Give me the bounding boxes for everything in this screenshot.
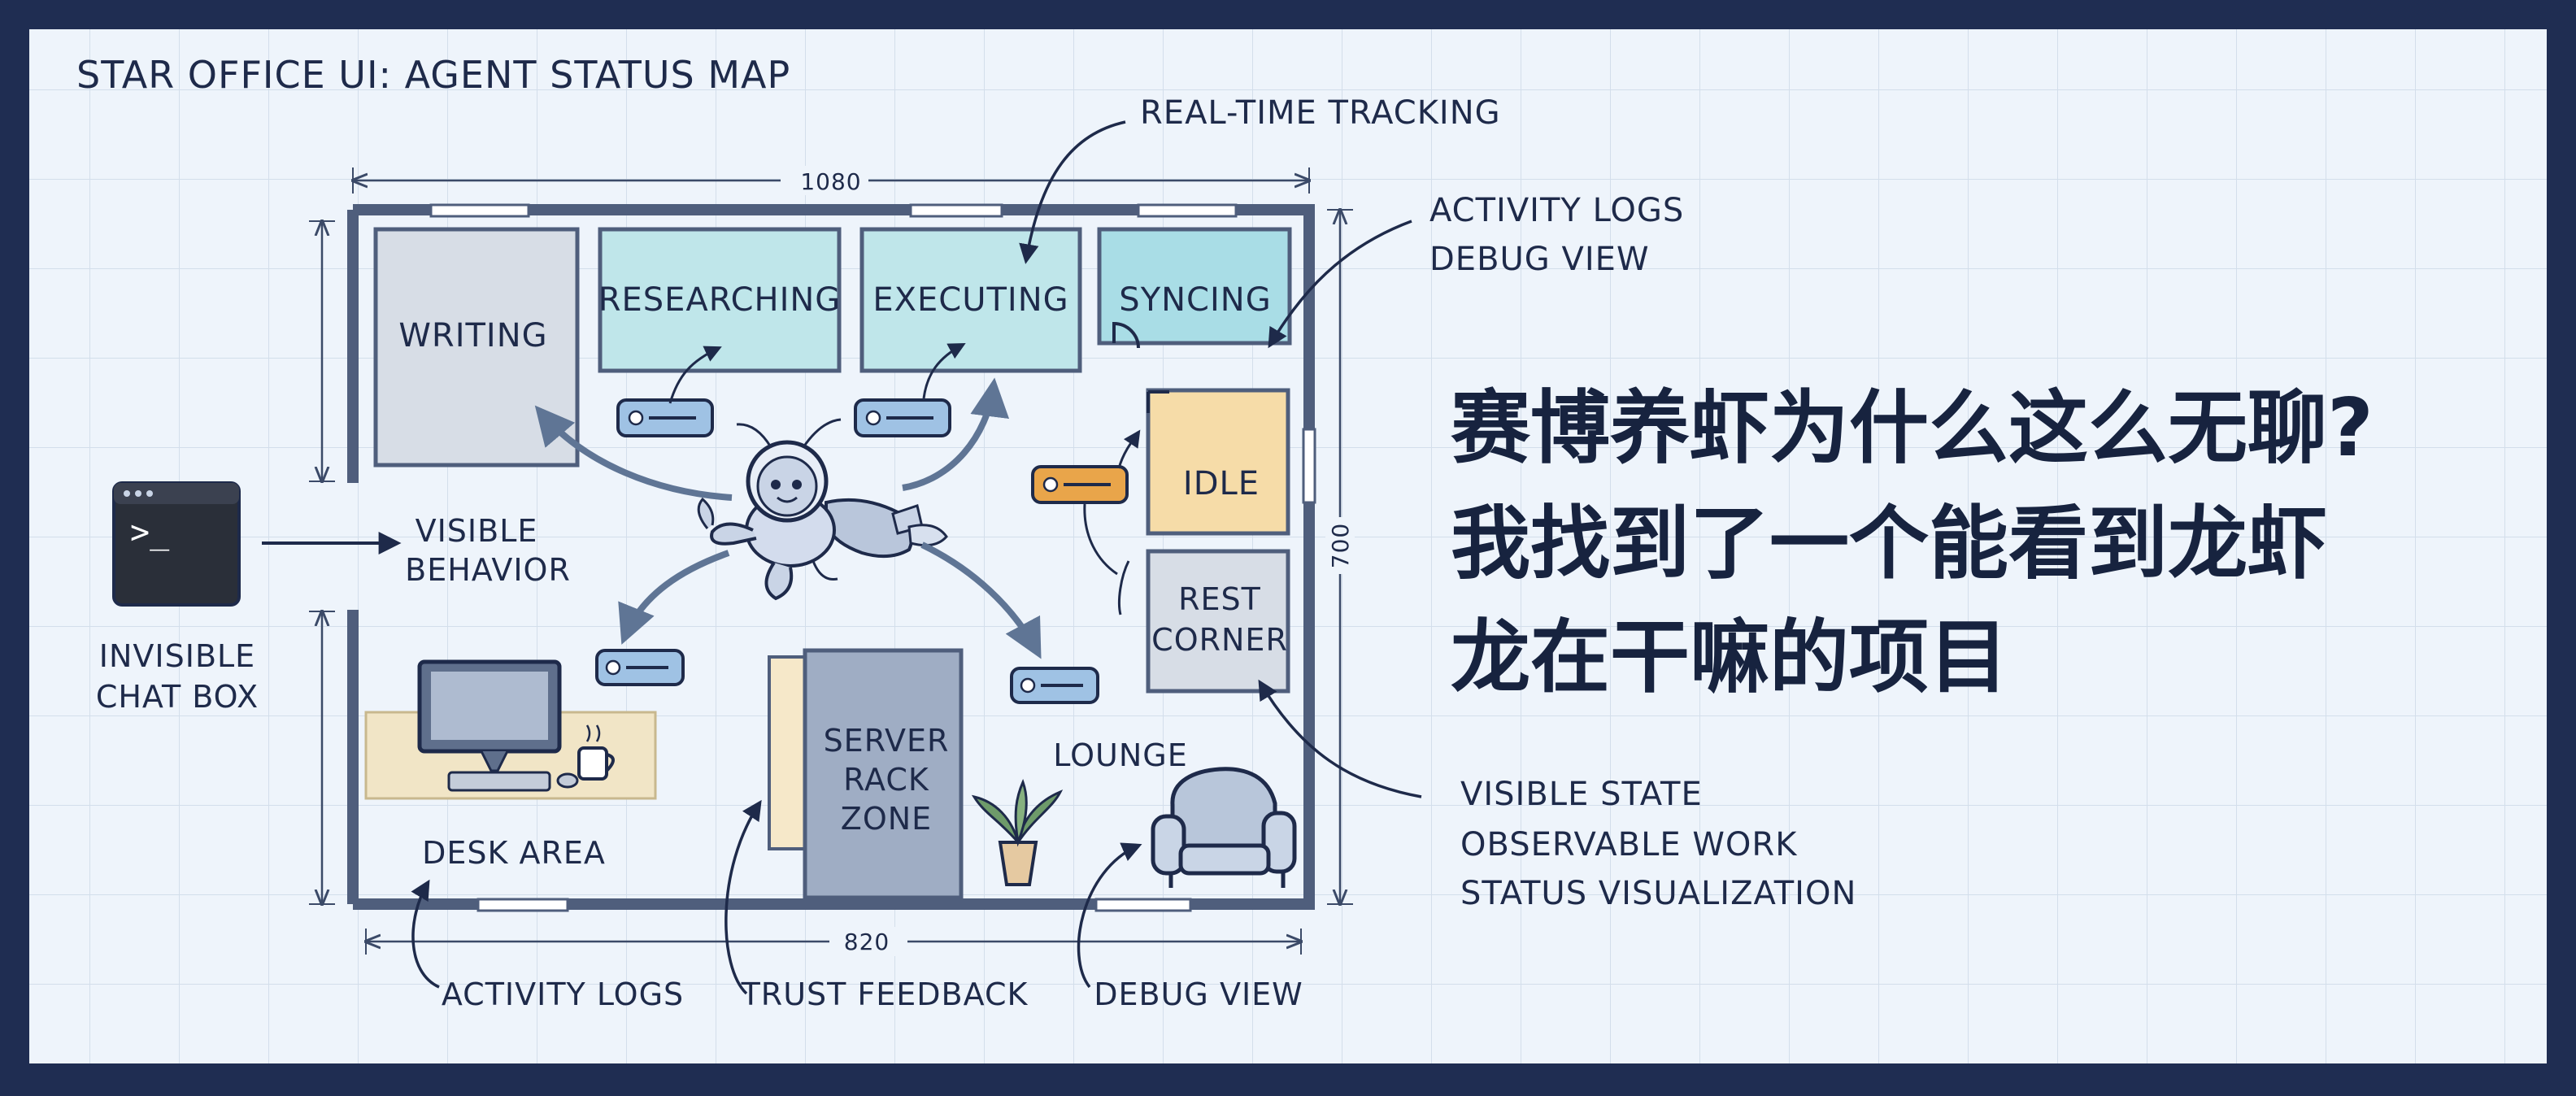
dimension-lines bbox=[309, 166, 1355, 956]
annotation-debug-view: DEBUG VIEW bbox=[1429, 241, 1650, 278]
annotation-realtime-tracking: REAL-TIME TRACKING bbox=[1140, 94, 1501, 132]
corner-idle bbox=[1147, 390, 1169, 413]
floor-plan bbox=[347, 203, 1316, 912]
room-idle bbox=[1146, 388, 1290, 536]
status-pill-icon bbox=[1031, 465, 1129, 504]
annotation-trust-feedback: TRUST FEEDBACK bbox=[741, 976, 1029, 1012]
dimension-bottom-label: 820 bbox=[844, 929, 890, 955]
door-syncing bbox=[1112, 321, 1140, 349]
movement-arrows bbox=[534, 343, 1141, 659]
room-rest-label-2: CORNER bbox=[1151, 622, 1288, 658]
annotation-activity-logs: ACTIVITY LOGS bbox=[1429, 192, 1684, 229]
monitor-icon bbox=[417, 659, 579, 792]
desk-area-label: DESK AREA bbox=[422, 835, 606, 871]
status-pill-icon bbox=[616, 398, 714, 437]
room-researching-label: RESEARCHING bbox=[598, 281, 842, 319]
lobster-astronaut-icon bbox=[697, 418, 948, 601]
room-server-label-1: SERVER bbox=[824, 723, 950, 759]
annotation-status-visualization: STATUS VISUALIZATION bbox=[1460, 875, 1856, 912]
headline-line-3: 龙在干嘛的项目 bbox=[1451, 611, 2008, 704]
annotation-behavior: BEHAVIOR bbox=[405, 552, 571, 588]
terminal-prompt: >_ bbox=[130, 514, 170, 551]
room-executing-label: EXECUTING bbox=[872, 281, 1068, 319]
room-server-label-2: RACK bbox=[843, 762, 929, 798]
status-pill-icon bbox=[595, 649, 685, 686]
coffee-mug-icon bbox=[577, 724, 615, 781]
status-pill-icon bbox=[854, 398, 951, 437]
annotation-chat-box: CHAT BOX bbox=[96, 679, 259, 715]
annotation-visible: VISIBLE bbox=[416, 513, 538, 549]
room-syncing bbox=[1097, 227, 1292, 346]
room-executing bbox=[859, 227, 1082, 373]
grid bbox=[29, 29, 2547, 1063]
room-writing-label: WRITING bbox=[398, 317, 547, 354]
annotation-invisible: INVISIBLE bbox=[99, 638, 255, 674]
annotation-observable-work: OBSERVABLE WORK bbox=[1460, 826, 1798, 863]
server-side-panel bbox=[768, 655, 807, 850]
dimension-top-label: 1080 bbox=[800, 168, 861, 195]
headline-line-1: 赛博养虾为什么这么无聊? bbox=[1451, 382, 2374, 475]
page-title: STAR OFFICE UI: AGENT STATUS MAP bbox=[76, 53, 790, 97]
annotation-visible-state: VISIBLE STATE bbox=[1460, 776, 1703, 813]
annotation-arrows bbox=[262, 120, 1422, 995]
terminal-icon bbox=[112, 481, 241, 607]
room-syncing-label: SYNCING bbox=[1119, 281, 1271, 319]
room-rest-corner bbox=[1146, 549, 1290, 694]
plant-icon bbox=[971, 778, 1064, 886]
room-server-rack bbox=[803, 648, 964, 900]
armchair-icon bbox=[1151, 767, 1297, 888]
lounge-label: LOUNGE bbox=[1053, 737, 1187, 773]
dimension-right-label: 700 bbox=[1327, 523, 1354, 568]
room-rest-label-1: REST bbox=[1178, 581, 1261, 617]
annotation-bottom-debug-view: DEBUG VIEW bbox=[1094, 976, 1303, 1012]
room-idle-label: IDLE bbox=[1183, 465, 1260, 502]
room-server-label-3: ZONE bbox=[841, 801, 932, 837]
annotation-bottom-activity-logs: ACTIVITY LOGS bbox=[442, 976, 684, 1012]
headline-line-2: 我找到了一个能看到龙虾 bbox=[1451, 498, 2327, 590]
status-pill-icon bbox=[1010, 667, 1099, 704]
